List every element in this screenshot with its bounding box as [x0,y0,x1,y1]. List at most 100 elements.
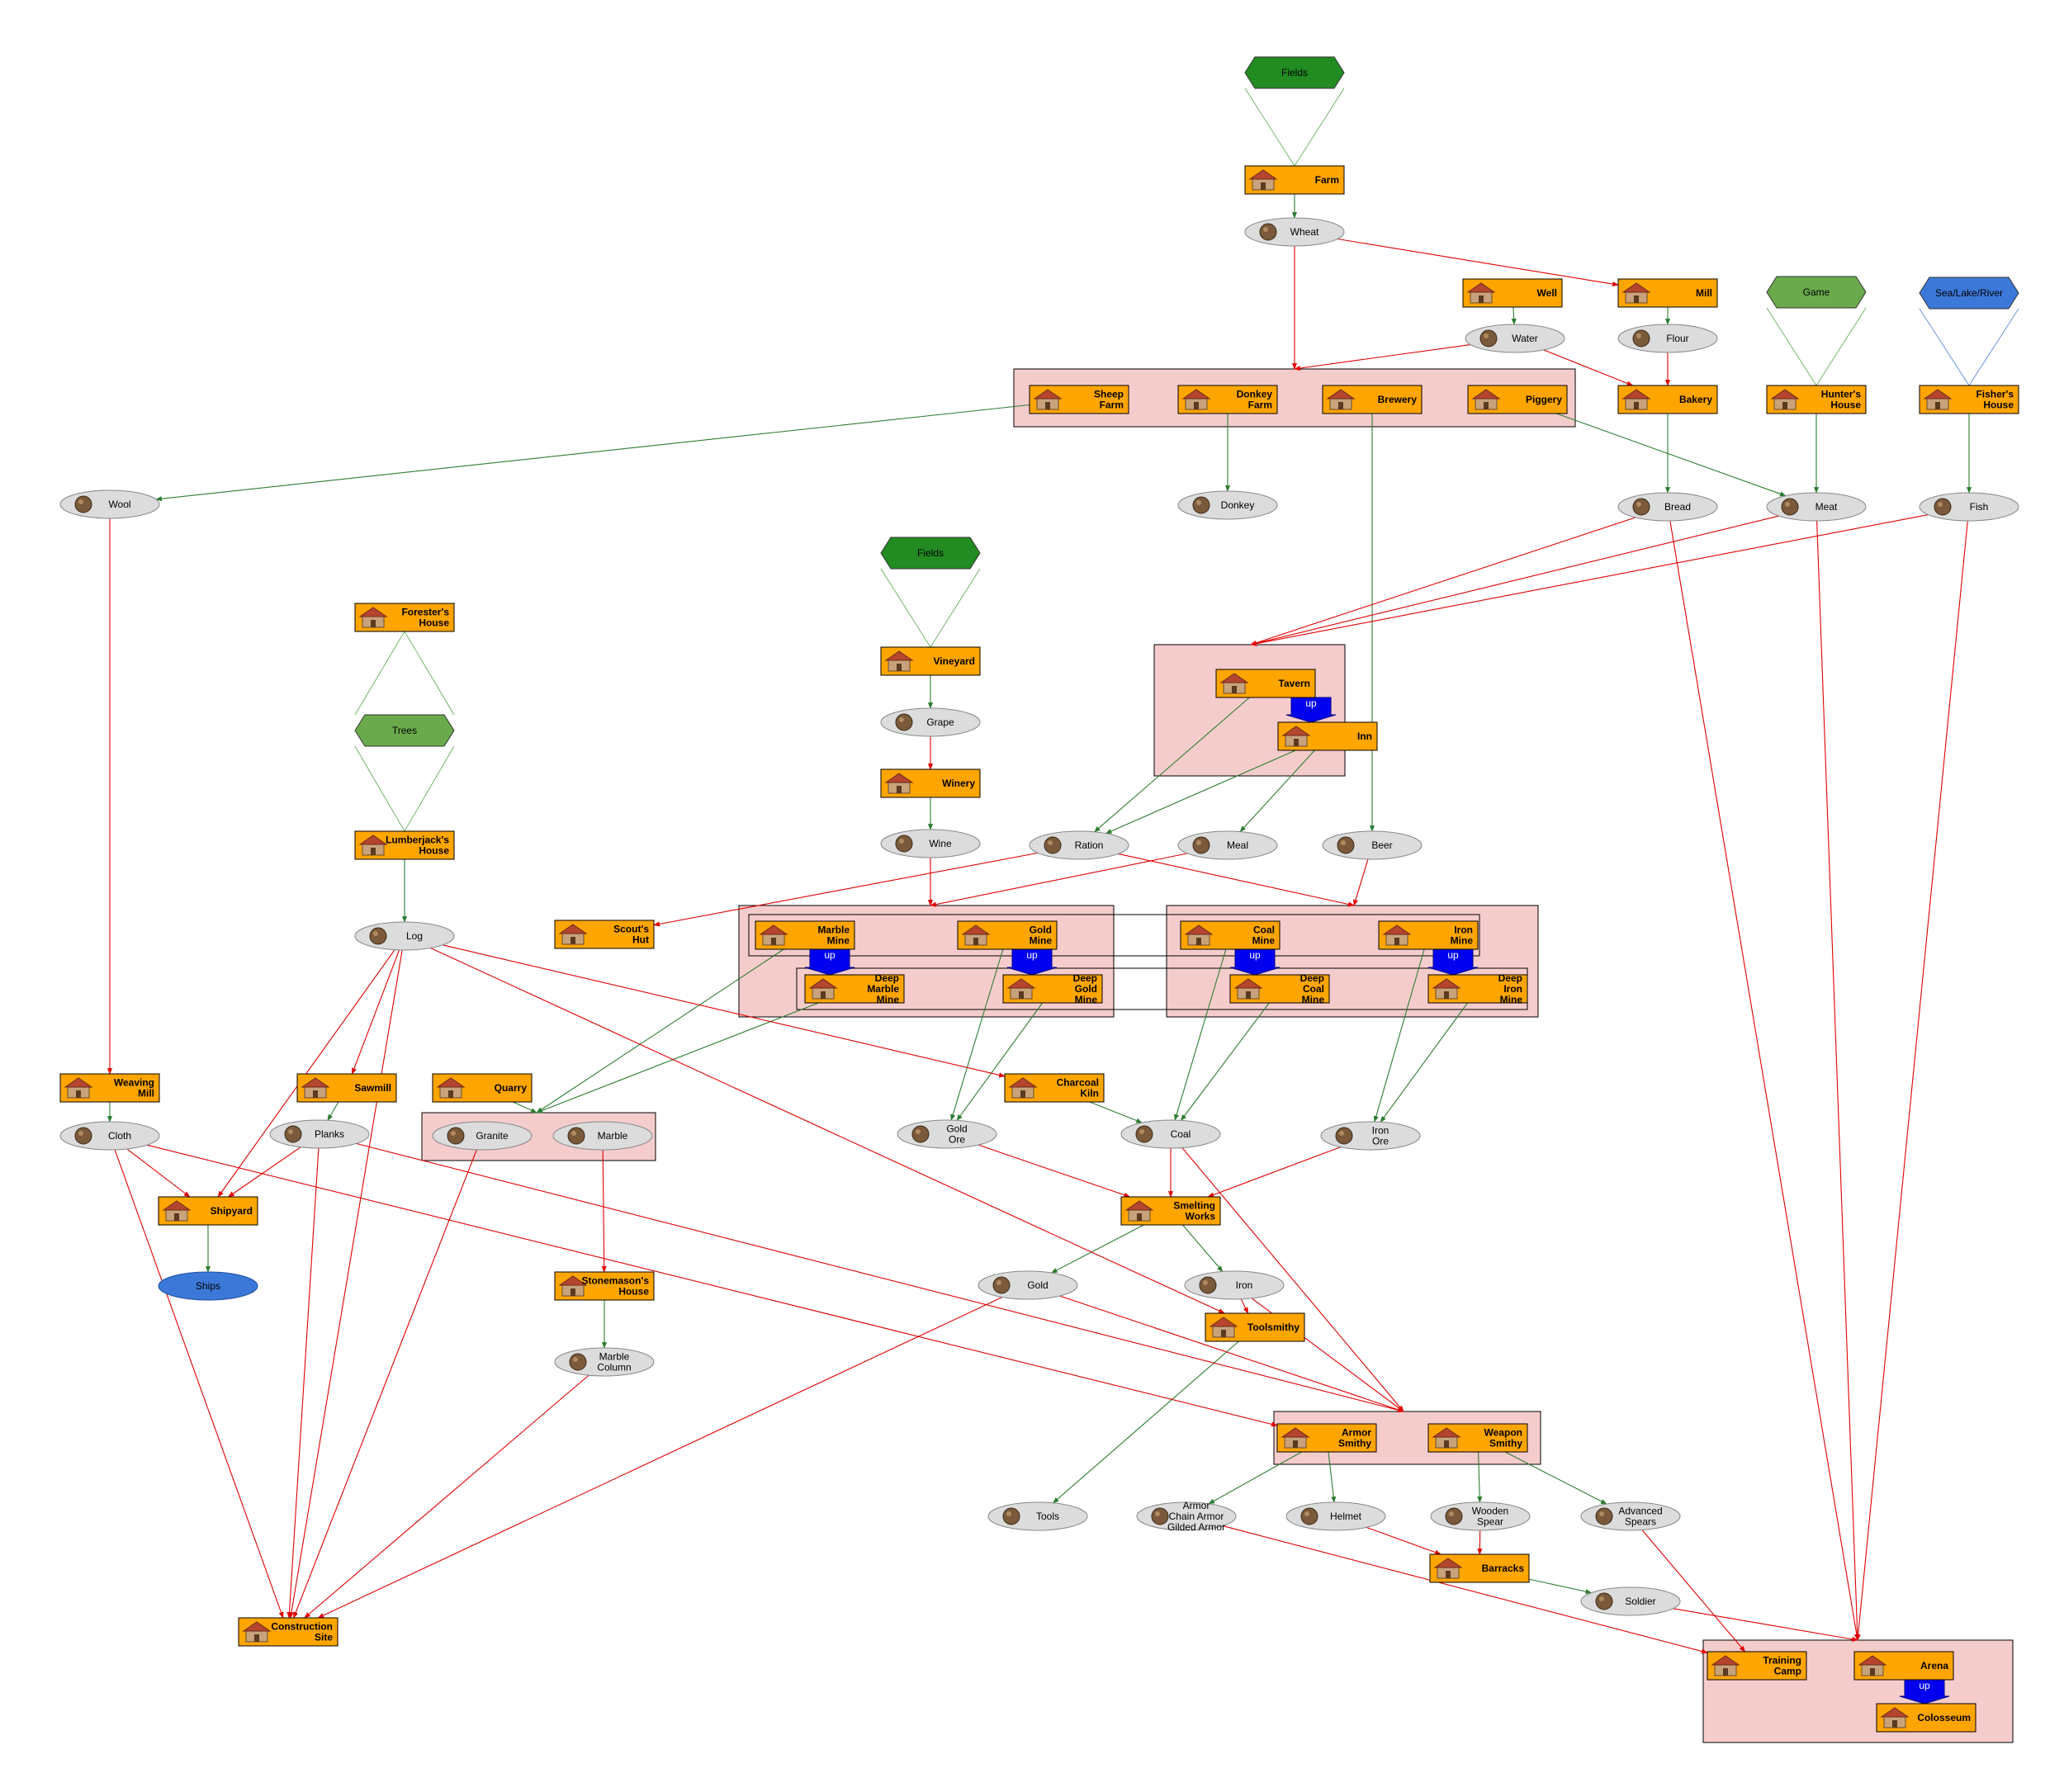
building-barracks[interactable]: Barracks [1429,1553,1530,1583]
sawmill-icon [301,1077,330,1099]
building-piggery[interactable]: Piggery [1467,385,1568,414]
building-label-line: Coal [1303,983,1324,995]
shipyard-icon [162,1200,192,1222]
ware-iron[interactable]: Iron [1184,1270,1285,1300]
building-winery[interactable]: Winery [880,768,981,798]
building-bakery[interactable]: Bakery [1617,385,1718,414]
ware-label: Ration [1075,839,1104,851]
building-arena[interactable]: Arena [1853,1651,1954,1681]
building-shipyard[interactable]: Shipyard [158,1196,258,1226]
resource-fields1: Fields [1244,56,1345,89]
ware-bread[interactable]: Bread [1617,492,1718,522]
ware-planks[interactable]: Planks [269,1119,370,1149]
construction-site-icon [242,1621,272,1643]
building-farm[interactable]: Farm [1244,165,1345,195]
building-label-line: Mine [1500,994,1523,1005]
building-well[interactable]: Well [1462,278,1563,308]
building-tavern[interactable]: Tavern [1215,669,1316,698]
building-colosseum[interactable]: Colosseum [1876,1703,1976,1733]
building-mill[interactable]: Mill [1617,278,1718,308]
ware-log[interactable]: Log [354,921,455,951]
ware-granite[interactable]: Granite [432,1121,533,1151]
edge-barracks-soldier [1528,1578,1593,1595]
ware-label-line: Wheat [1290,226,1319,238]
marble-column-icon [569,1353,587,1371]
building-brewery[interactable]: Brewery [1322,385,1423,414]
ware-helmet[interactable]: Helmet [1285,1501,1386,1531]
ware-meal[interactable]: Meal [1177,830,1278,860]
edge-trees-lumberjack [354,745,455,832]
ware-tools[interactable]: Tools [987,1501,1088,1531]
ware-marble[interactable]: Marble [552,1121,653,1151]
ware-ration[interactable]: Ration [1029,830,1129,860]
ware-coal[interactable]: Coal [1120,1119,1221,1149]
ware-soldier[interactable]: Soldier [1580,1586,1681,1616]
iron-ore-icon [1335,1127,1353,1145]
log-icon [369,927,387,945]
ware-label-line: Meat [1815,501,1838,513]
fields-icon [1244,56,1345,89]
ware-meat[interactable]: Meat [1766,492,1867,522]
building-label-line: Mine [1075,994,1098,1005]
upgrade-arrow-ironmine: up [1427,948,1479,976]
ware-donkey[interactable]: Donkey [1177,490,1278,520]
ware-gold[interactable]: Gold [978,1270,1078,1300]
ware-flour[interactable]: Flour [1617,324,1718,353]
ware-wool[interactable]: Wool [59,489,160,519]
ware-beer[interactable]: Beer [1322,830,1423,860]
ware-cloth[interactable]: Cloth [59,1121,160,1151]
ware-wine[interactable]: Wine [880,829,981,858]
building-label-line: Inn [1357,731,1372,742]
ware-grape[interactable]: Grape [880,707,981,737]
tavern-icon [1219,673,1249,694]
building-vineyard[interactable]: Vineyard [880,646,981,676]
ware-water[interactable]: Water [1465,324,1565,353]
building-label-line: Farm [1248,400,1272,411]
ware-wheat[interactable]: Wheat [1244,217,1345,247]
building-sawmill[interactable]: Sawmill [296,1073,397,1103]
edge-ironmine-ironore [1373,948,1425,1123]
edge-water-animal-farms [1294,343,1471,371]
building-quarry[interactable]: Quarry [432,1073,533,1103]
building-toolsmithy[interactable]: Toolsmithy [1205,1312,1305,1342]
resource-label: Game [1803,286,1830,298]
ware-label: Wheat [1290,226,1319,238]
upgrade-label: up [1026,949,1038,961]
ware-fish[interactable]: Fish [1919,492,2019,522]
edge-marblecol-construction [304,1374,589,1619]
ware-label: Wool [108,499,130,510]
building-inn[interactable]: Inn [1277,721,1378,751]
